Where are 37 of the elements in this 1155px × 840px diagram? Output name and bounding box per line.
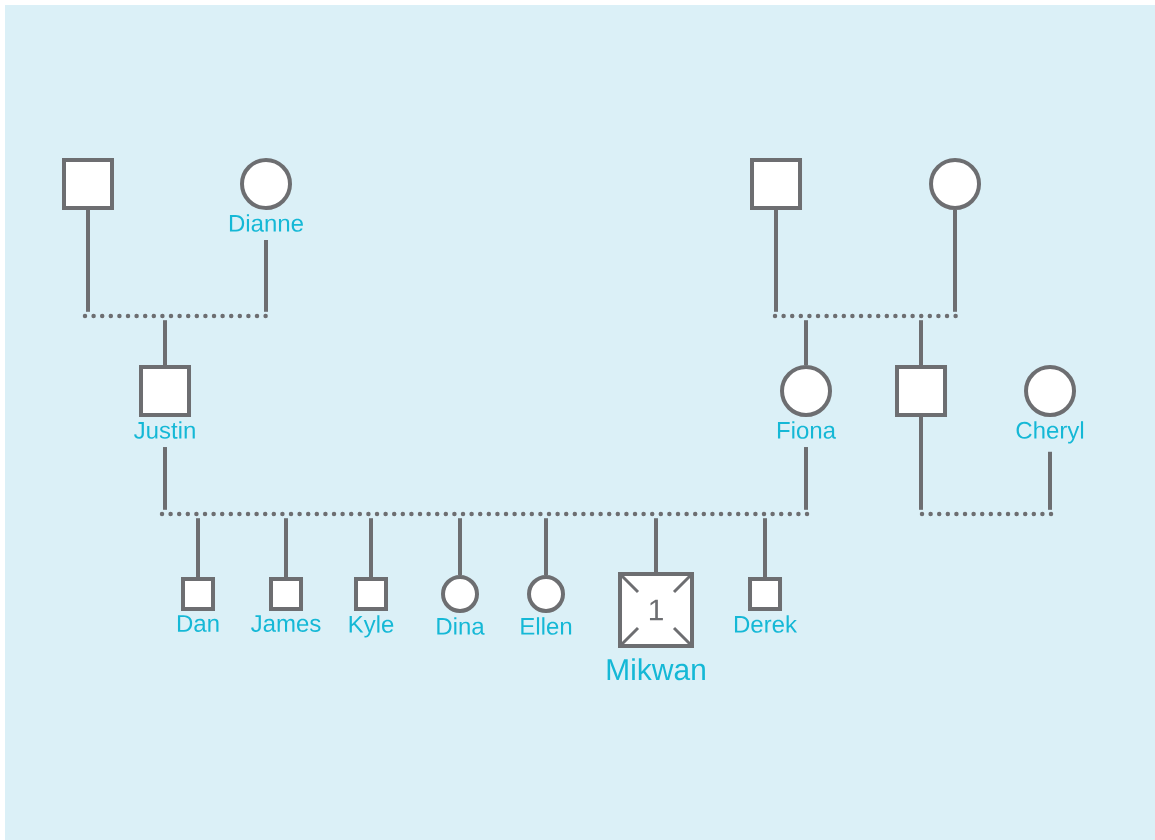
pedigree-line [763, 518, 767, 577]
name-label: Cheryl [1016, 421, 1084, 444]
male-square [62, 158, 114, 210]
male-square [750, 158, 802, 210]
pedigree-line [196, 518, 200, 577]
marriage-line [82, 313, 271, 319]
name-label: Dina [437, 617, 485, 635]
name-label: Derek [735, 615, 798, 633]
name-label: Fiona [777, 421, 836, 439]
pedigree-line [163, 320, 167, 365]
name-label: Dan [177, 615, 219, 632]
name-label: Justin [134, 421, 195, 439]
pedigree-line [86, 210, 90, 312]
name-label: Kyle [349, 615, 394, 638]
pedigree-line [654, 518, 658, 572]
affected-male-square: 1 [618, 572, 694, 648]
pedigree-line [804, 447, 808, 510]
marriage-line [772, 313, 960, 319]
pedigree-line [458, 518, 462, 575]
pedigree-line [284, 518, 288, 577]
pedigree-line [264, 240, 268, 312]
name-label: Mikwan [607, 658, 705, 681]
pedigree-line [953, 210, 957, 312]
pedigree-line [774, 210, 778, 312]
pedigree-line [919, 417, 923, 510]
pedigree-line [369, 518, 373, 577]
marriage-line [159, 511, 811, 517]
name-label: James [251, 615, 321, 632]
male-square [895, 365, 947, 417]
pedigree-line [163, 447, 167, 510]
pedigree-line [1048, 451, 1052, 510]
name-label: Dianne [229, 214, 303, 232]
name-label: Ellen [521, 617, 572, 635]
marriage-line [919, 511, 1055, 517]
pedigree-line [919, 320, 923, 365]
pedigree-line [804, 320, 808, 365]
pedigree-line [544, 518, 548, 575]
